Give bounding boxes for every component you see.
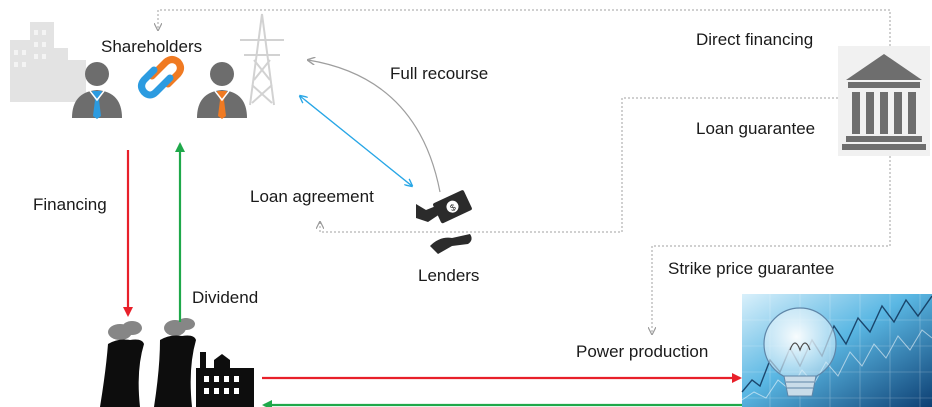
shareholders-icon [72,56,247,119]
full-recourse-label: Full recourse [390,64,489,83]
chain-link-icon [138,56,184,99]
city-buildings-icon [10,22,86,102]
shareholders-label: Shareholders [101,37,203,56]
lenders-label: Lenders [418,266,480,285]
shareholder-left-person [72,62,122,119]
power-production-label: Power production [576,342,709,361]
full-recourse-arrow [308,60,441,193]
svg-text:$: $ [449,202,458,213]
strike-price-guarantee-label: Strike price guarantee [668,259,835,278]
dotted-connectors [158,9,891,334]
financing-label: Financing [33,195,107,214]
loan-agreement-arrow [300,96,412,186]
bank-icon [838,46,930,156]
transmission-tower-icon [240,13,284,106]
loan-guarantee-line [320,97,838,233]
direct-financing-line [158,9,891,46]
dividend-label: Dividend [192,288,259,307]
power-plant-icon [100,318,254,407]
loan-guarantee-label: Loan guarantee [696,119,816,138]
lenders-money-hand-icon: $ [416,190,472,254]
shareholder-right-person [197,62,247,119]
direct-financing-label: Direct financing [696,30,814,49]
lightbulb-chart-icon [741,294,932,407]
strike-price-line [652,156,891,334]
loan-agreement-label: Loan agreement [250,187,374,206]
